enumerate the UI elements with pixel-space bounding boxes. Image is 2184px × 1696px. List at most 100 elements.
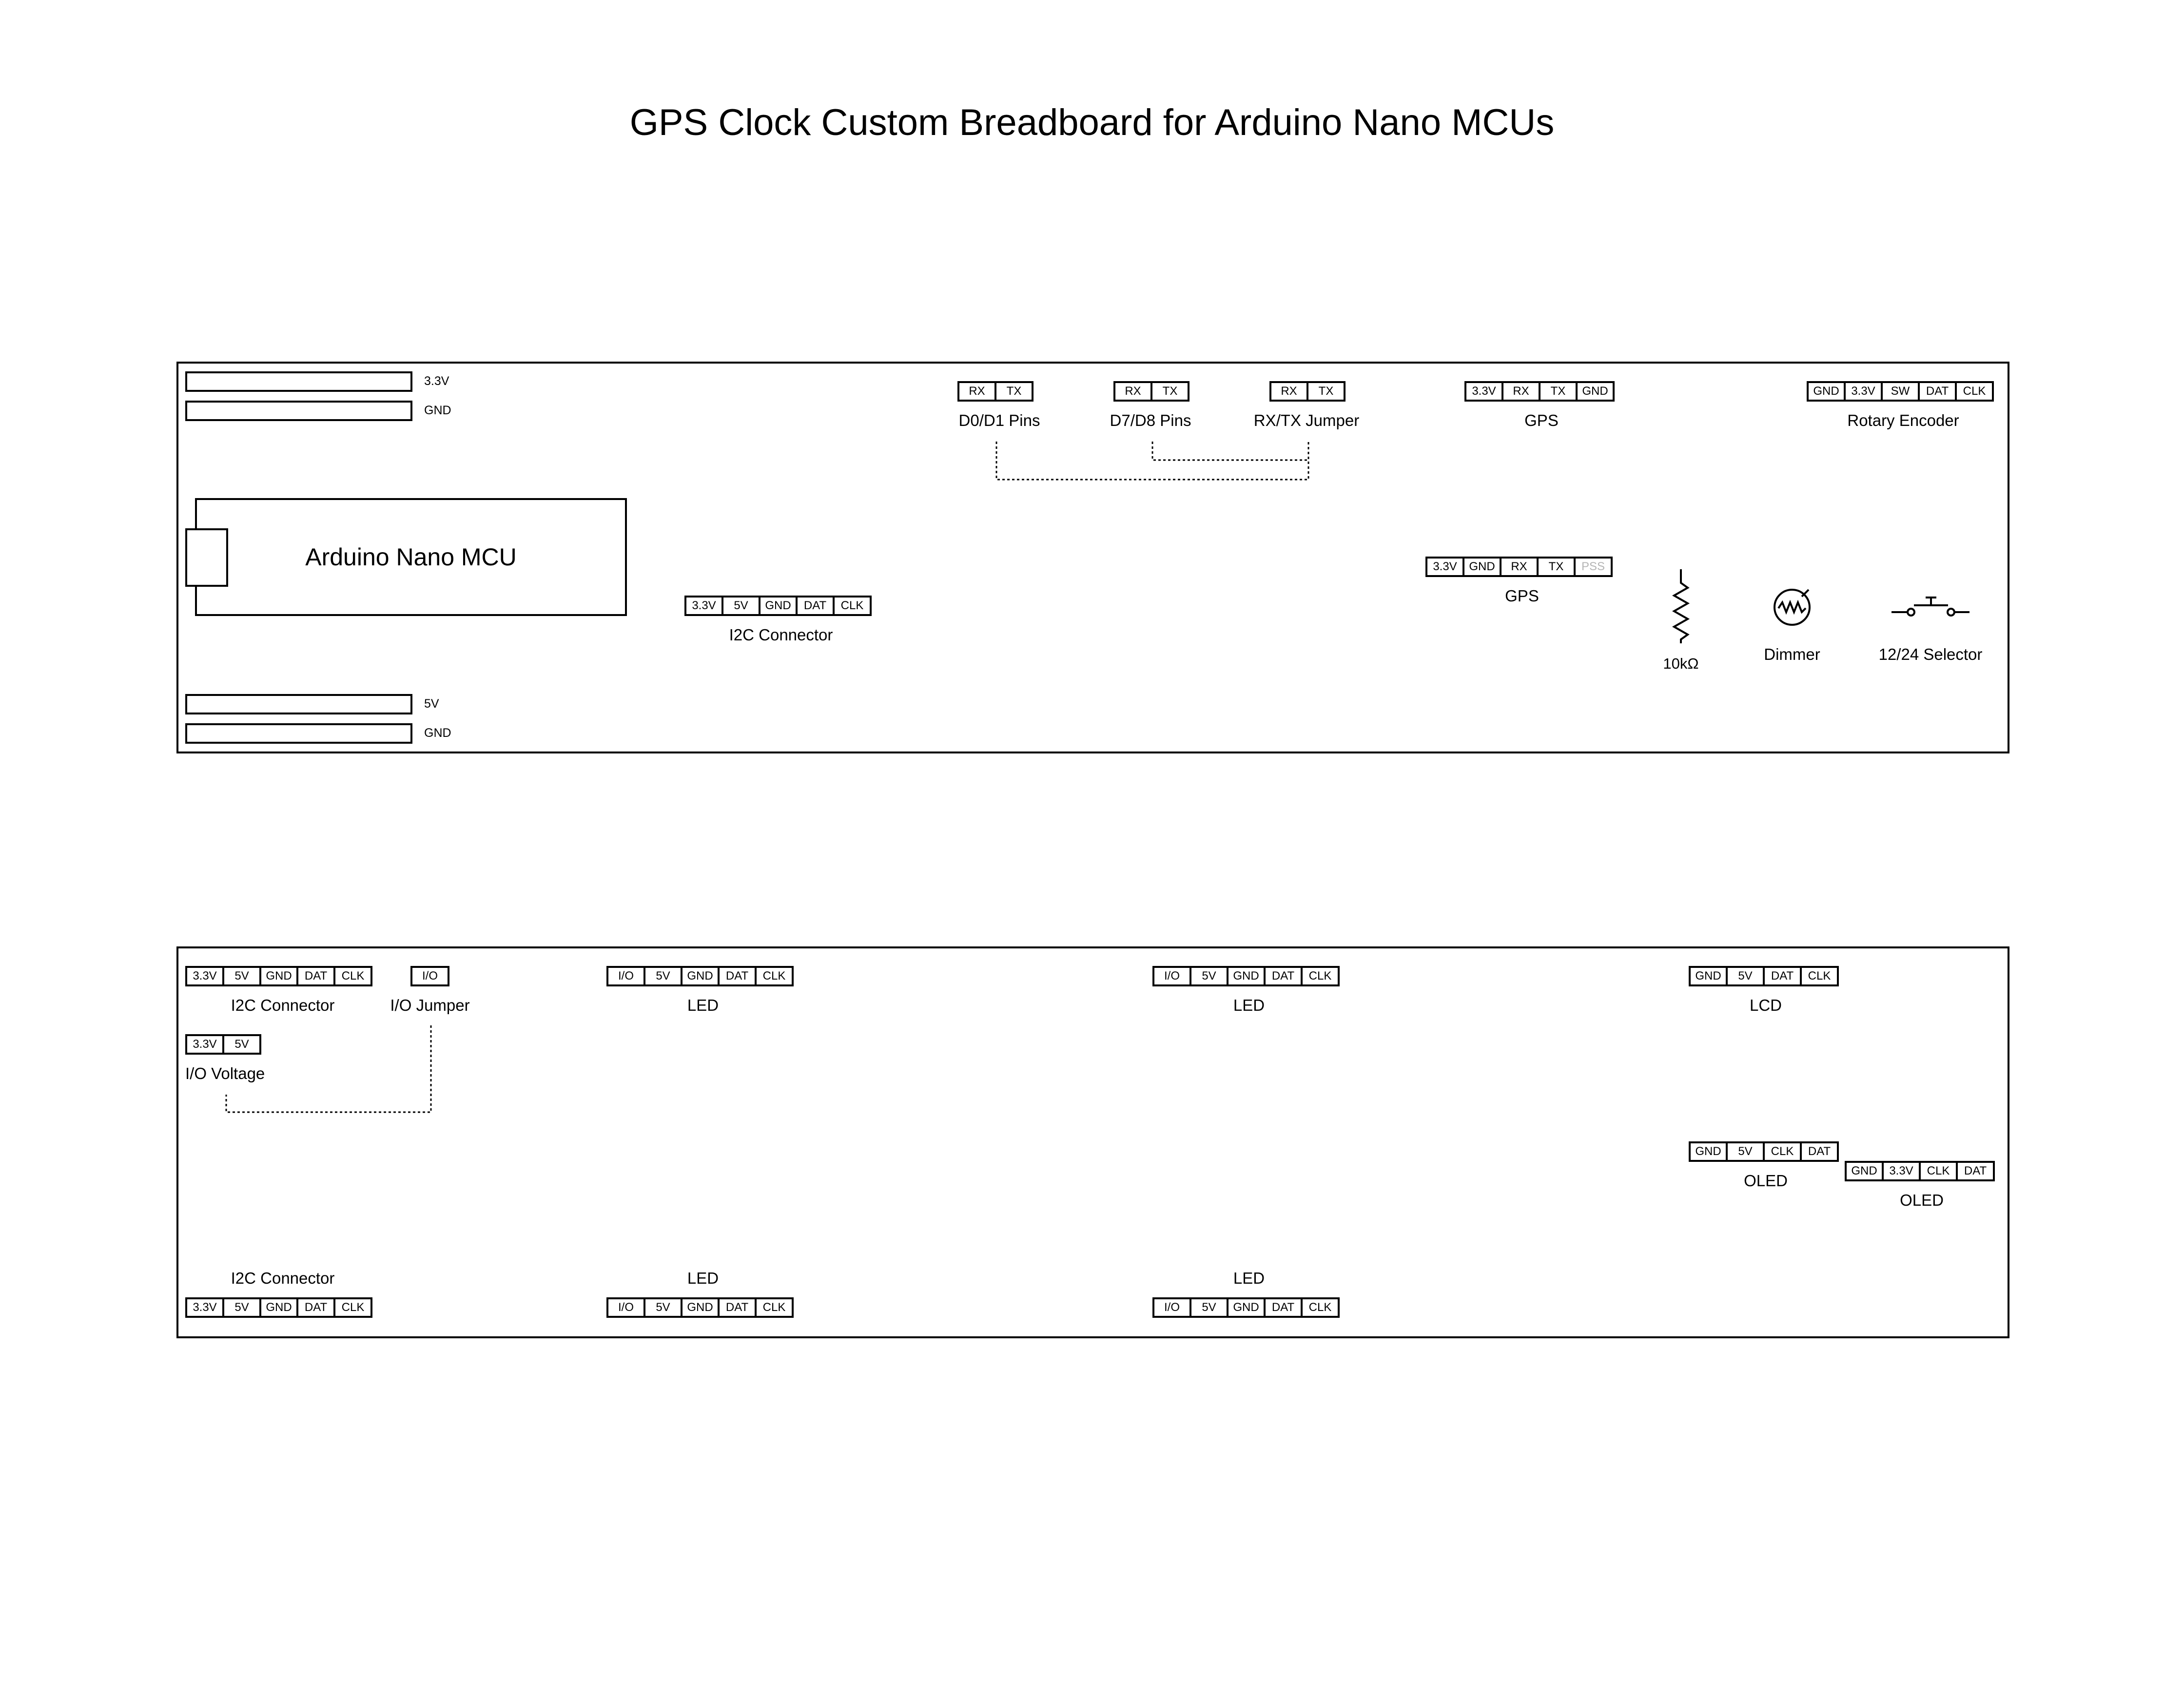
pin-pss: PSS — [1574, 557, 1613, 577]
pin-dat: DAT — [1264, 1297, 1303, 1318]
rail-label: GND — [424, 726, 451, 740]
arduino-nano-mcu: Arduino Nano MCU — [195, 498, 627, 616]
pin-clk: CLK — [1763, 1141, 1802, 1162]
pin-33v: 3.3V — [1425, 557, 1464, 577]
pin-5v: 5V — [222, 1297, 261, 1318]
led-bottom-2-label: LED — [1233, 1269, 1265, 1287]
page-title: GPS Clock Custom Breadboard for Arduino … — [629, 102, 1555, 143]
pin-clk: CLK — [755, 966, 794, 986]
io-jumper-header: I/O — [410, 966, 449, 986]
pin-tx: TX — [1306, 381, 1346, 402]
rail-label: 5V — [424, 697, 439, 711]
pin-io: I/O — [606, 966, 645, 986]
pin-clk: CLK — [1800, 966, 1839, 986]
pushbutton-icon — [1892, 597, 1970, 617]
pin-gnd: GND — [259, 1297, 298, 1318]
resistor-label: 10kΩ — [1663, 655, 1699, 672]
pin-gnd: GND — [1576, 381, 1615, 402]
pin-5v: 5V — [644, 966, 682, 986]
pin-io: I/O — [1152, 966, 1191, 986]
pin-clk: CLK — [333, 1297, 372, 1318]
pin-io: I/O — [1152, 1297, 1191, 1318]
pin-dat: DAT — [296, 966, 335, 986]
pin-clk: CLK — [833, 596, 872, 616]
led-top-1-label: LED — [687, 996, 719, 1014]
pin-gnd: GND — [1227, 1297, 1266, 1318]
pin-5v: 5V — [1190, 1297, 1228, 1318]
rail-label: 3.3V — [424, 374, 449, 388]
pin-clk: CLK — [1301, 1297, 1340, 1318]
pin-dat: DAT — [1264, 966, 1303, 986]
led-top-2-label: LED — [1233, 996, 1265, 1014]
rail-5v-bottom — [185, 694, 412, 714]
top-breadboard — [176, 362, 2009, 753]
pin-gnd: GND — [759, 596, 798, 616]
pin-dat: DAT — [718, 1297, 757, 1318]
usb-connector — [185, 528, 228, 587]
pin-sw: SW — [1881, 381, 1920, 402]
pin-tx: TX — [1150, 381, 1190, 402]
dimmer-label: Dimmer — [1764, 645, 1820, 663]
pin-clk: CLK — [1301, 966, 1340, 986]
pin-dat: DAT — [1763, 966, 1802, 986]
lcd-label: LCD — [1749, 996, 1782, 1014]
rotary-encoder-label: Rotary Encoder — [1847, 411, 1959, 429]
dimmer-icon — [1774, 589, 1811, 626]
pin-rx: RX — [1500, 557, 1539, 577]
pin-dat: DAT — [1918, 381, 1957, 402]
rail-label: GND — [424, 404, 451, 417]
pin-gnd: GND — [681, 1297, 720, 1318]
oled-2-label: OLED — [1900, 1191, 1944, 1209]
pin-clk: CLK — [1919, 1161, 1958, 1181]
gps-label-1: GPS — [1524, 411, 1559, 429]
pin-5v: 5V — [1190, 966, 1228, 986]
i2c-connector-top-label: I2C Connector — [231, 996, 335, 1014]
pin-gnd: GND — [259, 966, 298, 986]
pin-gnd: GND — [1807, 381, 1846, 402]
gps-label-2: GPS — [1505, 587, 1539, 605]
pin-rx: RX — [1502, 381, 1540, 402]
pin-33v: 3.3V — [185, 1034, 224, 1055]
pin-33v: 3.3V — [185, 966, 224, 986]
pin-tx: TX — [994, 381, 1034, 402]
pin-5v: 5V — [222, 1034, 261, 1055]
pin-5v: 5V — [722, 596, 760, 616]
pin-rx: RX — [957, 381, 996, 402]
pin-5v: 5V — [222, 966, 261, 986]
pin-33v: 3.3V — [1464, 381, 1503, 402]
oled-1-label: OLED — [1744, 1172, 1788, 1190]
resistor-icon — [1672, 569, 1690, 643]
d7d8-label: D7/D8 Pins — [1110, 411, 1191, 429]
pin-gnd: GND — [1689, 966, 1728, 986]
d0d1-label: D0/D1 Pins — [958, 411, 1040, 429]
pin-dat: DAT — [1800, 1141, 1839, 1162]
pin-33v: 3.3V — [185, 1297, 224, 1318]
selector-label: 12/24 Selector — [1878, 645, 1983, 663]
pin-gnd: GND — [1845, 1161, 1884, 1181]
pin-dat: DAT — [1956, 1161, 1995, 1181]
pin-gnd: GND — [681, 966, 720, 986]
pin-clk: CLK — [755, 1297, 794, 1318]
pin-5v: 5V — [1726, 966, 1765, 986]
pin-clk: CLK — [333, 966, 372, 986]
mcu-label: Arduino Nano MCU — [305, 543, 517, 571]
pin-gnd: GND — [1227, 966, 1266, 986]
pin-tx: TX — [1537, 557, 1576, 577]
pin-dat: DAT — [296, 1297, 335, 1318]
i2c-connector-label: I2C Connector — [729, 626, 833, 644]
pin-5v: 5V — [644, 1297, 682, 1318]
pin-io: I/O — [606, 1297, 645, 1318]
